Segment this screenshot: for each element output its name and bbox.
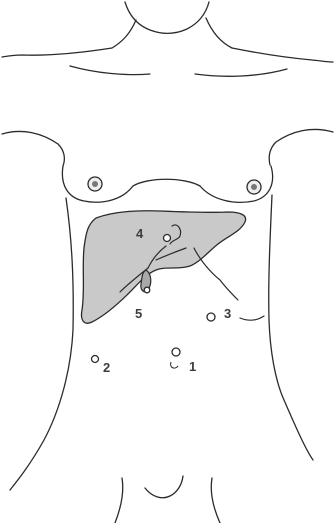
port-site-4 xyxy=(164,235,171,242)
port-site-1 xyxy=(172,348,180,356)
port-label-2: 2 xyxy=(103,360,110,375)
left-arm-outline xyxy=(2,131,64,166)
right-shoulder-outline xyxy=(232,48,333,62)
right-breast-outline xyxy=(200,166,273,202)
port-label-3: 3 xyxy=(224,306,231,321)
liver-shape xyxy=(81,211,245,323)
chin-outline xyxy=(125,2,209,33)
neck-left-outline xyxy=(112,20,136,48)
left-leg-outline xyxy=(115,478,123,523)
lower-abdominal-curve xyxy=(240,316,264,320)
right-leg-outline xyxy=(211,478,220,523)
crotch-outline xyxy=(145,476,183,498)
port-label-5: 5 xyxy=(135,306,142,321)
left-torso-outline xyxy=(10,198,73,490)
port-site-3 xyxy=(207,313,215,321)
chest-midline xyxy=(133,179,200,186)
port-label-1: 1 xyxy=(189,359,196,374)
right-arm-outline xyxy=(269,129,333,165)
port-site-2 xyxy=(92,356,99,363)
port-label-4: 4 xyxy=(136,226,144,241)
neck-right-outline xyxy=(206,18,232,48)
port-site-5 xyxy=(144,287,150,293)
left-shoulder-outline xyxy=(2,48,112,57)
right-torso-outline xyxy=(269,195,313,460)
right-collarbone xyxy=(195,69,287,76)
left-collarbone xyxy=(70,66,150,75)
